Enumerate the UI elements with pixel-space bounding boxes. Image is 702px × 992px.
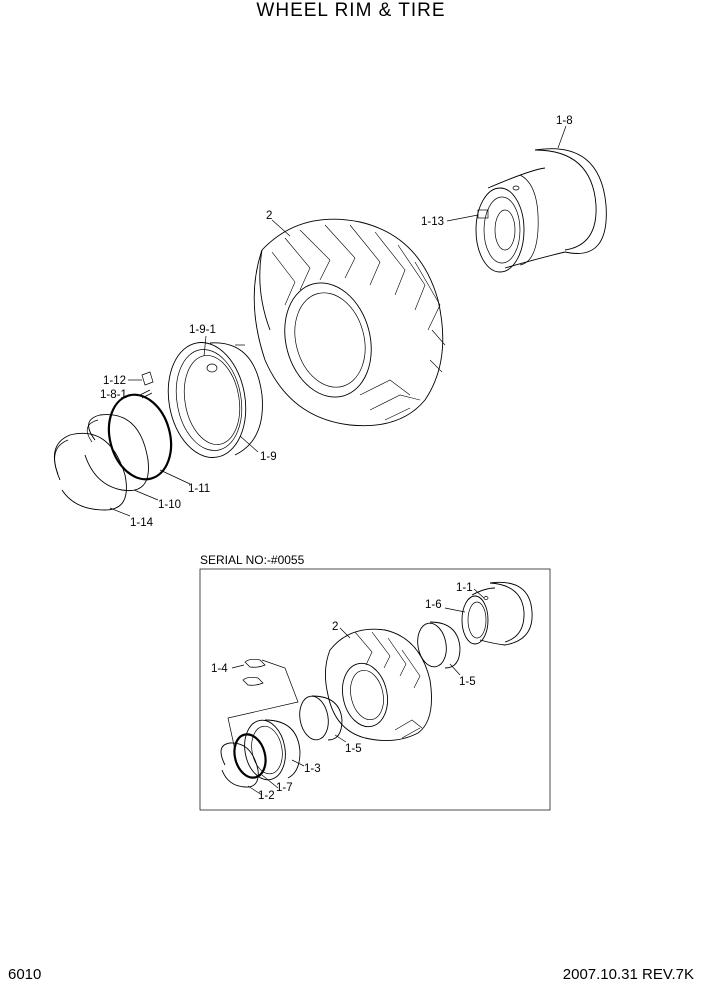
label-1-12: 1-12 [103,375,126,387]
label-1-1: 1-1 [456,582,473,594]
label-1-14: 1-14 [130,517,154,529]
label-1-4: 1-4 [211,663,228,675]
label-1-2: 1-2 [258,790,275,802]
inset-split-ring[interactable] [220,742,259,788]
label-1-8: 1-8 [556,115,573,127]
o-ring[interactable] [100,388,180,487]
tire[interactable] [253,218,446,427]
serial-label: SERIAL NO:-#0055 [200,553,305,567]
label-1-13: 1-13 [421,216,444,228]
wheel-rim[interactable] [475,148,607,273]
inset-side-flange[interactable] [240,717,301,783]
label-1-10: 1-10 [158,499,181,511]
label-1-7: 1-7 [276,782,293,794]
label-1-5-right: 1-5 [459,676,476,688]
label-1-9: 1-9 [260,451,277,463]
inset-wheel-rim[interactable] [461,581,533,646]
label-1-6: 1-6 [425,599,442,611]
page-number: 6010 [8,966,42,983]
page-title: WHEEL RIM & TIRE [256,0,446,21]
inset-lock-parts[interactable] [227,658,299,751]
inset-o-ring[interactable] [230,731,270,781]
label-2-inset: 2 [332,621,338,633]
inset-bead-ring-left[interactable] [296,694,343,742]
label-1-3: 1-3 [304,763,321,775]
rim-ring[interactable] [84,414,149,492]
inset-bead-ring-right[interactable] [414,621,461,669]
split-ring[interactable] [53,432,127,511]
side-flange[interactable] [160,336,263,463]
revision-date: 2007.10.31 REV.7K [562,966,694,983]
label-1-11: 1-11 [188,483,210,495]
label-1-8-1: 1-8-1 [100,389,127,401]
lock-ring-parts[interactable] [139,371,154,399]
label-1-5-left: 1-5 [345,743,362,755]
label-1-9-1: 1-9-1 [189,324,216,336]
inset-frame [199,568,551,811]
label-2-top: 2 [266,210,272,222]
inset-tire[interactable] [325,628,432,742]
